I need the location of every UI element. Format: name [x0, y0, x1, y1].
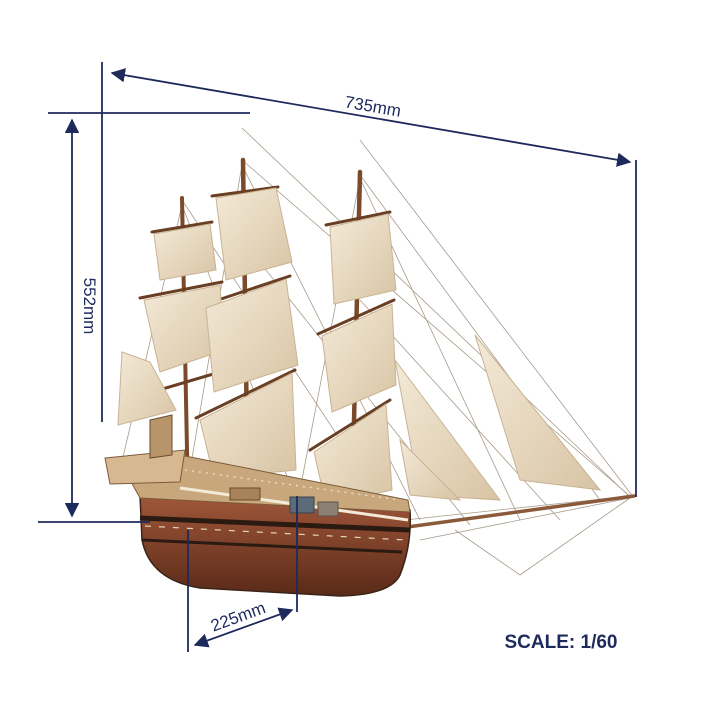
height-label: 552mm: [80, 278, 99, 335]
length-label: 735mm: [343, 92, 402, 120]
length-arrow: [110, 68, 632, 167]
scale-label: SCALE: 1/60: [505, 632, 618, 653]
sails: [117, 187, 602, 506]
ship-model-illustration: [104, 127, 636, 597]
hull: [104, 414, 412, 597]
dimension-lines: [38, 62, 637, 652]
bowsprit: [398, 494, 636, 530]
beam-arrow: [193, 607, 294, 648]
